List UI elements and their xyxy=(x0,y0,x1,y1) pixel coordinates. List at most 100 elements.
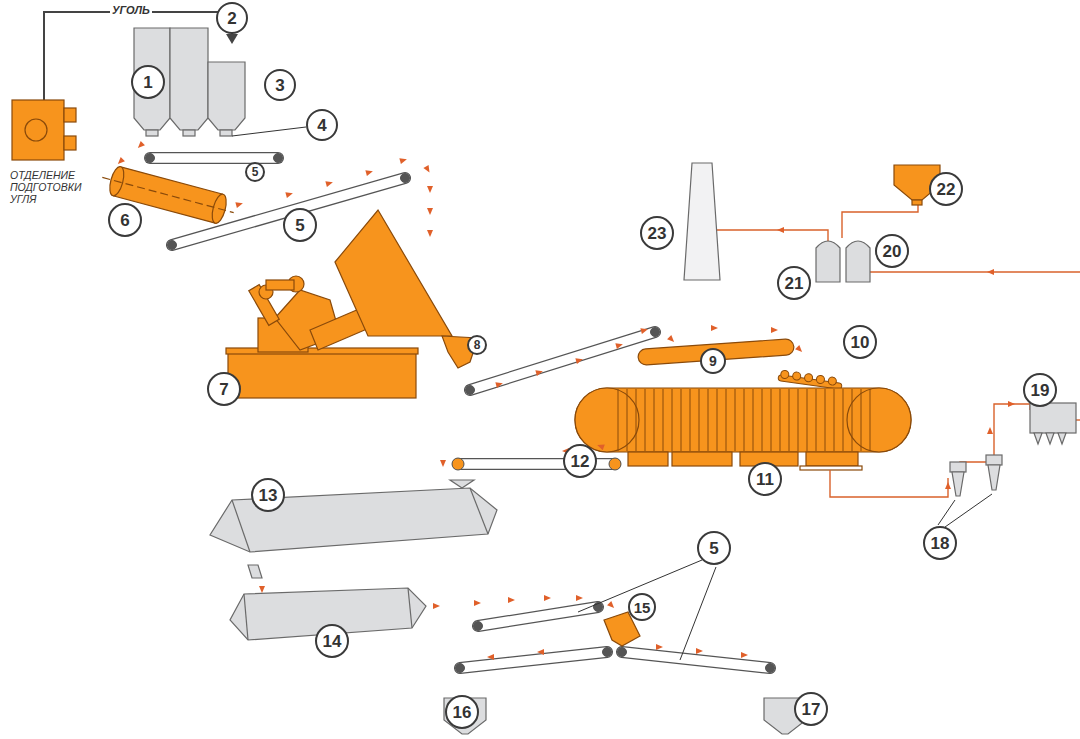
callout-number: 7 xyxy=(219,381,228,398)
callout-number: 12 xyxy=(571,453,590,470)
flow-arrow xyxy=(576,595,583,601)
callout-circle: 6 xyxy=(108,203,142,237)
flow-arrow xyxy=(325,179,333,187)
callout-number: 13 xyxy=(259,487,278,504)
flow-arrow xyxy=(427,186,433,193)
flow-arrow xyxy=(136,141,145,150)
conveyor-belt xyxy=(146,154,283,163)
callout-number: 1 xyxy=(143,74,152,91)
flow-arrow xyxy=(987,269,994,275)
flow-arrow xyxy=(535,368,543,376)
callout-number: 8 xyxy=(474,339,481,351)
bins xyxy=(134,28,245,136)
flow-arrow xyxy=(667,335,676,344)
cyclones-18 xyxy=(950,455,1002,496)
flow-arrow xyxy=(399,156,407,164)
flow-arrow xyxy=(607,601,616,610)
callout-number: 11 xyxy=(756,471,774,488)
callout-circle: 9 xyxy=(700,348,726,374)
flow-arrow xyxy=(474,600,481,606)
roller-10 xyxy=(778,370,843,390)
callout-number: 21 xyxy=(785,275,804,292)
area-label: ОТДЕЛЕНИЕ ПОДГОТОВКИ УГЛЯ xyxy=(10,169,106,205)
conveyor-belt xyxy=(466,328,660,395)
flow-arrow xyxy=(116,157,125,166)
flow-arrow xyxy=(423,165,432,174)
flow-arrows xyxy=(116,141,1015,660)
callout-circle: 5 xyxy=(283,208,317,242)
callout-circle: 19 xyxy=(1023,373,1057,407)
callout-circle: 13 xyxy=(251,478,285,512)
callout-number: 5 xyxy=(709,540,718,557)
conveyor-belt xyxy=(474,603,603,631)
callout-circle: 15 xyxy=(628,593,656,621)
callout-number: 20 xyxy=(883,243,902,260)
crusher xyxy=(12,100,76,160)
callout-circle: 1 xyxy=(131,65,165,99)
gas-lines xyxy=(713,205,1080,497)
callout-circle: 5 xyxy=(697,531,731,565)
callout-circle: 12 xyxy=(563,444,597,478)
callout-number: 23 xyxy=(648,225,667,242)
callout-circle: 20 xyxy=(875,234,909,268)
filter-19 xyxy=(1030,403,1076,444)
flow-arrow xyxy=(640,326,648,334)
callout-number: 22 xyxy=(937,181,956,198)
callout-circle: 11 xyxy=(748,462,782,496)
callout-number: 9 xyxy=(709,354,717,368)
callout-circle: 8 xyxy=(467,335,487,355)
flow-arrow xyxy=(777,227,784,233)
callout-number: 19 xyxy=(1031,382,1050,399)
flow-arrow xyxy=(259,586,265,593)
flow-arrow xyxy=(285,190,293,198)
callout-number: 3 xyxy=(275,77,284,94)
stack-23 xyxy=(684,163,720,280)
callout-number: 14 xyxy=(323,633,342,650)
silos-20-21 xyxy=(816,241,870,282)
flow-arrow xyxy=(741,652,748,658)
callout-circle: 16 xyxy=(445,695,479,729)
flow-arrow xyxy=(711,325,718,331)
callout-number: 18 xyxy=(931,535,950,552)
callout-number: 17 xyxy=(802,701,821,718)
flow-arrow xyxy=(696,648,703,654)
flow-arrow xyxy=(427,230,433,237)
flow-arrow xyxy=(795,345,804,354)
callout-number: 10 xyxy=(851,334,870,351)
flow-arrow xyxy=(771,327,778,333)
callout-circle: 22 xyxy=(929,172,963,206)
flow-arrow xyxy=(544,595,551,601)
flow-arrow xyxy=(235,200,243,208)
leader-line xyxy=(680,567,716,660)
callout-number: 4 xyxy=(317,117,326,134)
flow-arrow xyxy=(575,356,583,364)
bunkers-16-17 xyxy=(444,698,806,734)
callout-number: 2 xyxy=(227,10,236,27)
flow-arrow xyxy=(1008,401,1015,407)
flow-arrow xyxy=(495,380,503,388)
conveyor-belt xyxy=(456,648,612,673)
leader-line xyxy=(232,127,306,136)
callout-circle: 7 xyxy=(207,372,241,406)
flow-arrow xyxy=(615,341,623,349)
callout-circle: 10 xyxy=(843,325,877,359)
mixer-7 xyxy=(226,210,452,398)
callout-circle: 21 xyxy=(777,266,811,300)
flow-arrow xyxy=(440,460,446,467)
callout-number: 5 xyxy=(252,166,259,178)
flow-arrow xyxy=(945,482,951,489)
flow-arrow xyxy=(508,597,515,603)
flow-arrow xyxy=(596,442,605,450)
callout-circle: 17 xyxy=(794,692,828,726)
flow-arrow xyxy=(427,208,433,215)
callout-circle: 2 xyxy=(216,2,248,34)
callout-number: 5 xyxy=(295,217,304,234)
conveyor-belt xyxy=(618,648,775,673)
callout-circle: 3 xyxy=(264,69,296,101)
flow-arrow xyxy=(537,649,544,655)
sinter-machine-11 xyxy=(575,388,911,470)
flow-arrow xyxy=(433,603,440,609)
callout-circle: 4 xyxy=(306,109,338,141)
flow-arrow xyxy=(987,427,993,434)
